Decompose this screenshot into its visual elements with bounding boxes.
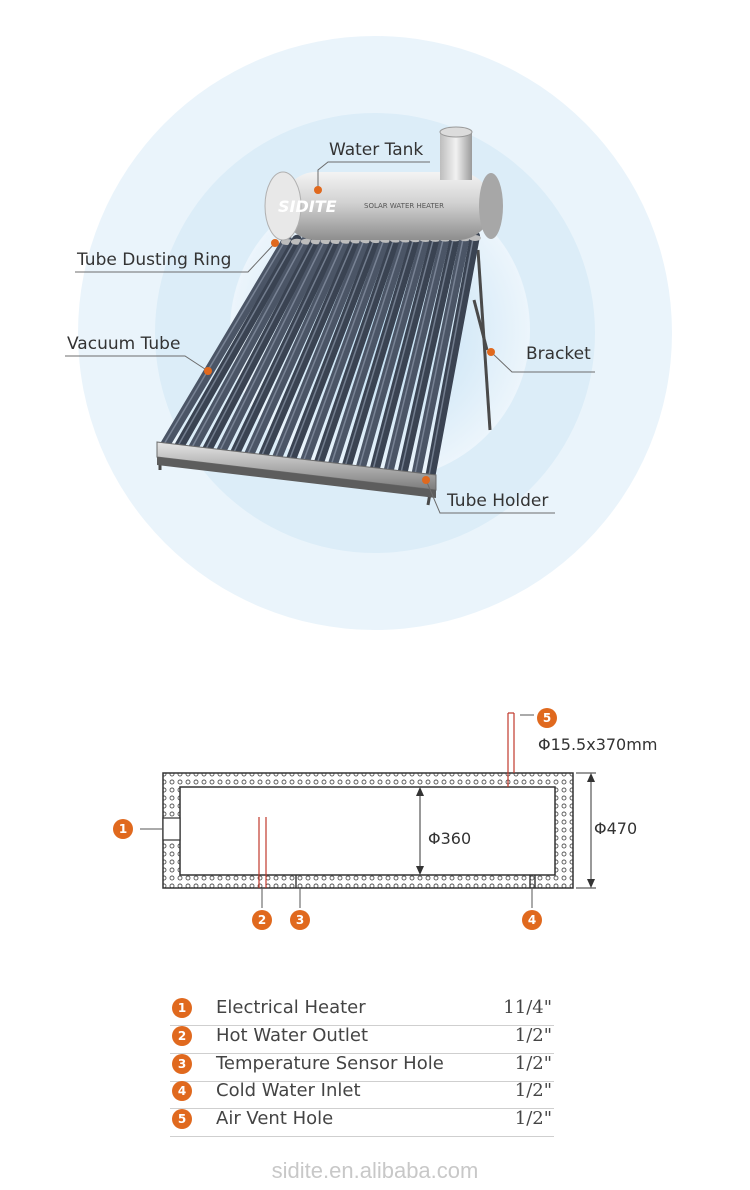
vacuum-tube bbox=[341, 232, 421, 473]
legend-size: 1/2" bbox=[514, 1080, 552, 1101]
vacuum-tube bbox=[257, 233, 362, 463]
heater-port bbox=[162, 817, 181, 841]
vacuum-tube-highlight bbox=[330, 237, 405, 467]
marker-2: 2 bbox=[252, 910, 272, 930]
vacuum-tube-highlight bbox=[427, 235, 475, 479]
brand-logo: SIDITE bbox=[278, 197, 337, 216]
callout-vacuum-tube: Vacuum Tube bbox=[67, 334, 181, 354]
legend-size: 1/2" bbox=[514, 1108, 552, 1129]
vacuum-tube bbox=[411, 231, 471, 482]
vacuum-tube bbox=[355, 232, 431, 475]
legend-name: Cold Water Inlet bbox=[216, 1080, 361, 1101]
legend-row: 3 Temperature Sensor Hole 1/2" bbox=[170, 1053, 554, 1082]
callout-tube-holder: Tube Holder bbox=[447, 491, 549, 511]
vacuum-tube-highlight bbox=[413, 236, 465, 477]
vacuum-tube bbox=[383, 231, 451, 478]
cross-section-svg bbox=[140, 712, 596, 908]
legend-size: 1/2" bbox=[514, 1053, 552, 1074]
vacuum-tubes bbox=[160, 231, 481, 483]
vacuum-tube bbox=[201, 234, 322, 456]
vacuum-tube bbox=[425, 231, 480, 483]
callout-lines bbox=[65, 161, 595, 514]
vacuum-tube-highlight bbox=[232, 238, 336, 455]
legend-number: 2 bbox=[172, 1026, 192, 1046]
marker-4: 4 bbox=[522, 910, 542, 930]
legend-row: 4 Cold Water Inlet 1/2" bbox=[170, 1080, 554, 1109]
tank-text: SOLAR WATER HEATER bbox=[364, 202, 444, 210]
vacuum-tube-highlight bbox=[204, 239, 316, 451]
vacuum-tube-highlight bbox=[385, 236, 445, 473]
callout-bracket: Bracket bbox=[526, 344, 591, 364]
legend-name: Electrical Heater bbox=[216, 997, 366, 1018]
vacuum-tube bbox=[173, 234, 302, 452]
vacuum-tube bbox=[285, 233, 382, 466]
callout-tube-dusting-ring: Tube Dusting Ring bbox=[77, 250, 232, 270]
legend-row: 1 Electrical Heater 11/4" bbox=[170, 997, 554, 1026]
vacuum-tube-highlight bbox=[344, 237, 415, 468]
vacuum-tube-highlight bbox=[162, 239, 287, 446]
legend-name: Hot Water Outlet bbox=[216, 1025, 369, 1046]
legend-row: 5 Air Vent Hole 1/2" bbox=[170, 1108, 554, 1137]
legend-number: 1 bbox=[172, 998, 192, 1018]
vacuum-tube-highlight bbox=[246, 238, 346, 456]
inner-tank bbox=[179, 786, 556, 876]
marker-1: 1 bbox=[113, 819, 133, 839]
vacuum-tube bbox=[187, 234, 312, 454]
vacuum-tube bbox=[271, 233, 372, 464]
vacuum-tube bbox=[229, 233, 342, 459]
vacuum-tube bbox=[299, 232, 391, 468]
vacuum-tube-highlight bbox=[190, 239, 306, 449]
water-tank: SIDITE SOLAR WATER HEATER bbox=[264, 126, 503, 241]
legend-name: Temperature Sensor Hole bbox=[216, 1053, 444, 1074]
vacuum-tube bbox=[397, 231, 461, 480]
vacuum-tube-highlight bbox=[302, 237, 386, 463]
legend-name: Air Vent Hole bbox=[216, 1108, 334, 1129]
footer-url: sidite.en.alibaba.com bbox=[271, 1158, 479, 1183]
vacuum-tube-highlight bbox=[371, 236, 435, 472]
legend-size: 11/4" bbox=[503, 997, 552, 1018]
tank-cross-section: 5 Φ15.5x370mm 1 Φ360 Φ470 2 3 4 bbox=[0, 690, 750, 950]
vacuum-tube bbox=[215, 234, 332, 457]
product-illustration: SIDITE SOLAR WATER HEATER Water Tank Tub… bbox=[65, 36, 672, 630]
vacuum-tube bbox=[369, 231, 441, 477]
tube-holder bbox=[156, 441, 437, 498]
marker-5: 5 bbox=[537, 708, 557, 728]
vacuum-tube-highlight bbox=[316, 237, 396, 465]
legend-number: 5 bbox=[172, 1109, 192, 1129]
vacuum-tube-highlight bbox=[260, 238, 356, 458]
vacuum-tube bbox=[243, 233, 352, 461]
legend-number: 4 bbox=[172, 1081, 192, 1101]
vacuum-tube bbox=[160, 235, 292, 450]
outer-diameter: Φ470 bbox=[594, 819, 638, 838]
callout-water-tank: Water Tank bbox=[329, 140, 424, 160]
marker-3: 3 bbox=[290, 910, 310, 930]
vent-spec: Φ15.5x370mm bbox=[538, 735, 658, 754]
vacuum-tube-highlight bbox=[176, 239, 297, 448]
vacuum-tube-highlight bbox=[288, 237, 376, 461]
vacuum-tube-highlight bbox=[358, 236, 425, 470]
legend-row: 2 Hot Water Outlet 1/2" bbox=[170, 1025, 554, 1054]
legend-number: 3 bbox=[172, 1054, 192, 1074]
vacuum-tube-highlight bbox=[274, 238, 366, 460]
vacuum-tube-highlight bbox=[399, 236, 455, 475]
legend-size: 1/2" bbox=[514, 1025, 552, 1046]
heater-svg: SIDITE SOLAR WATER HEATER bbox=[65, 36, 672, 630]
vacuum-tube bbox=[327, 232, 411, 471]
callout-dots bbox=[204, 186, 495, 484]
inner-diameter: Φ360 bbox=[428, 829, 472, 848]
vacuum-tube bbox=[313, 232, 401, 470]
vacuum-tube-highlight bbox=[218, 238, 326, 453]
